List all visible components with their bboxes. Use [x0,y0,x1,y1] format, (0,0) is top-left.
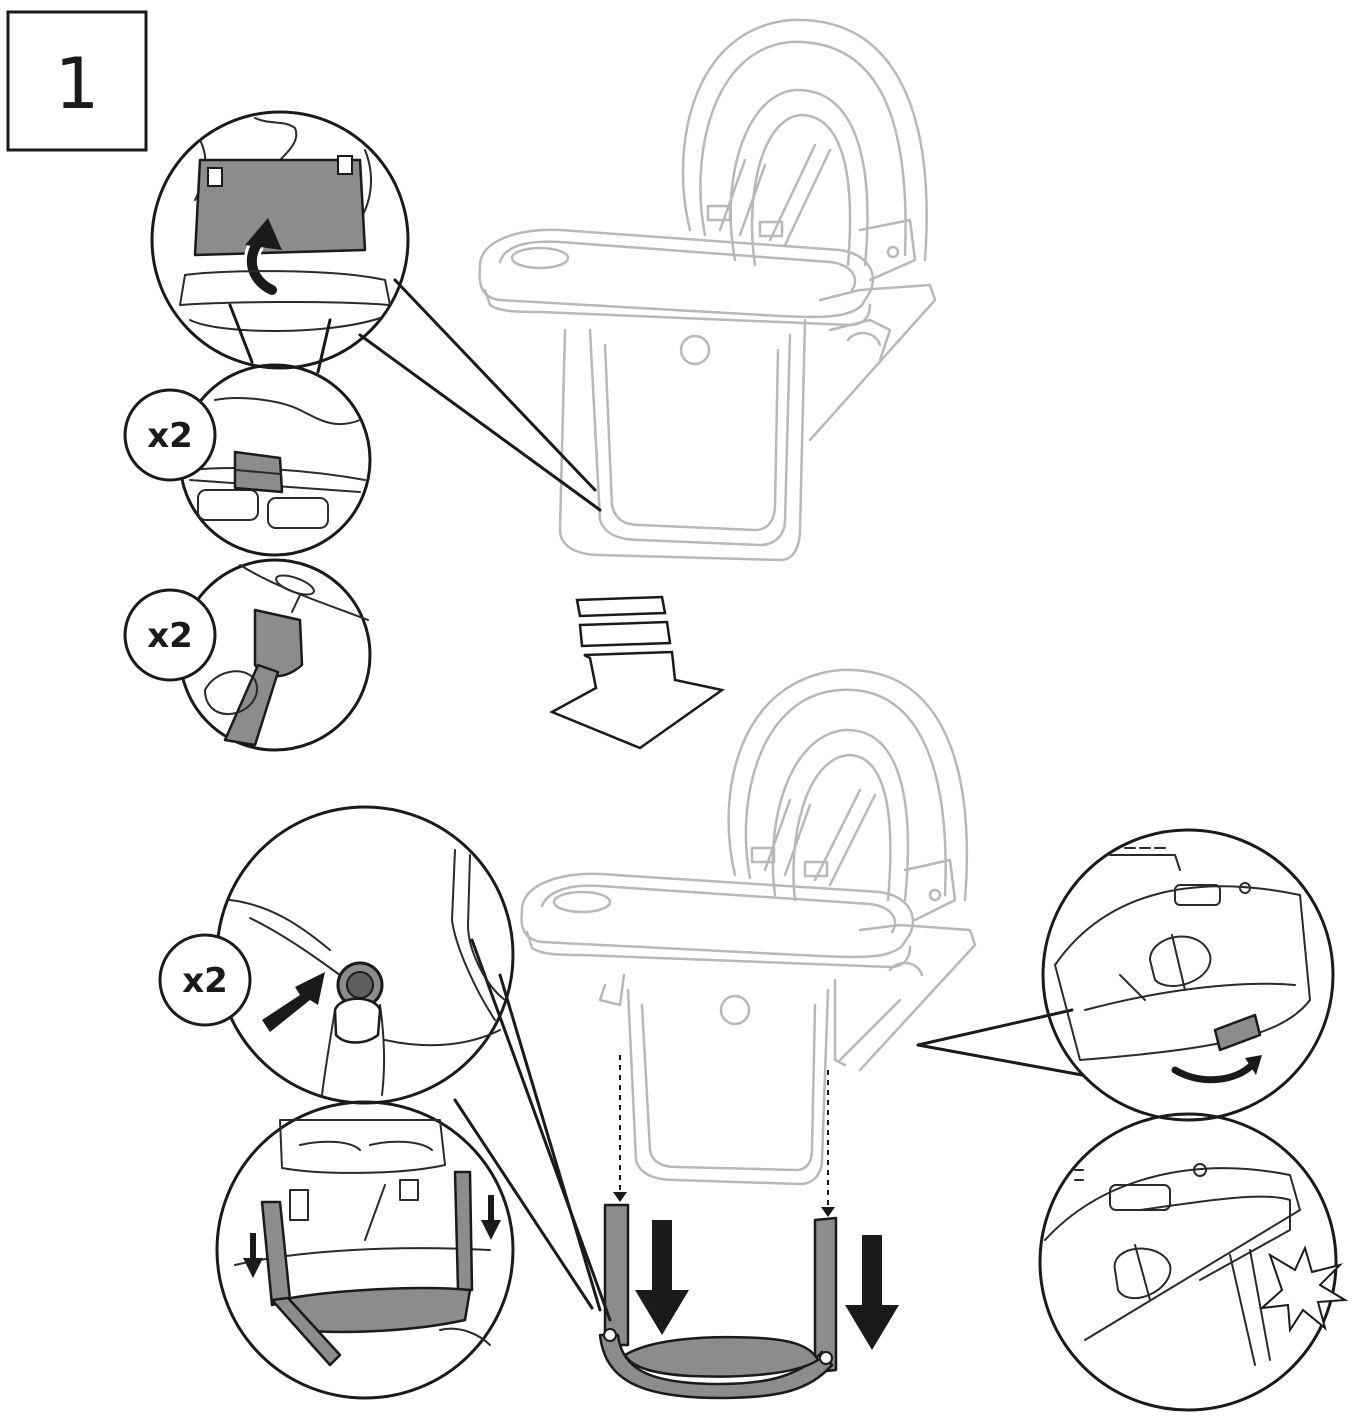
push-arrow-icon [262,972,325,1032]
callout-x2-b: x2 [123,588,217,682]
transition-down-arrow-icon [549,595,726,750]
callout-x2-a: x2 [123,388,217,482]
rotate-arrow-icon [1171,1055,1262,1084]
down-arrow-icon [845,1235,899,1350]
curved-arrow-icon [243,218,282,298]
down-arrow-icon [635,1220,689,1335]
down-arrow-icon [243,1233,263,1278]
callout-label: x2 [147,616,193,656]
detail-circle-latch-click [1038,1112,1349,1412]
callout-x2-c: x2 [158,933,252,1027]
footrest-part [598,1203,838,1400]
high-chair-bottom [520,668,977,1186]
detail-circle-tray [150,110,410,370]
detail-circle-latch-rotate [1041,828,1335,1122]
step-number: 1 [55,43,100,125]
detail-circle-button [215,805,515,1105]
down-arrow-icon [481,1195,501,1240]
callout-label: x2 [147,416,193,456]
high-chair-top [478,18,937,562]
click-burst-icon [1259,1245,1349,1334]
callout-label: x2 [182,961,228,1001]
step-number-box: 1 [6,10,148,152]
detail-circle-footrest [215,1100,515,1400]
